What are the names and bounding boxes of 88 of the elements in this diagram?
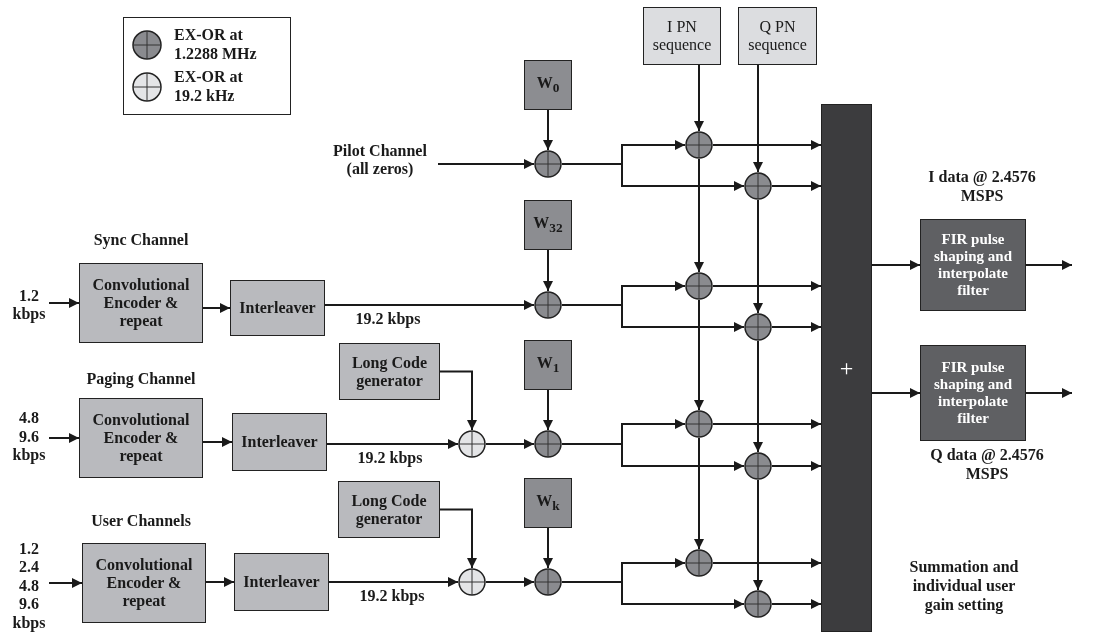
arrow <box>48 298 80 308</box>
xor-symbol <box>534 150 562 178</box>
arrow <box>485 439 535 449</box>
process-box: Long Code generator <box>339 343 440 400</box>
process-box: Interleaver <box>234 553 329 611</box>
arrow <box>202 437 233 447</box>
data-rate-label: 4.8 9.6 kbps <box>9 404 49 470</box>
filter-box: FIR pulse shaping and interpolate filter <box>920 345 1026 441</box>
arrow <box>771 322 822 332</box>
caption-text: Paging Channel <box>85 370 197 389</box>
process-box: Convolutional Encoder & repeat <box>82 543 206 623</box>
caption-text: Summation and individual user gain setting <box>908 558 1020 615</box>
xor-symbol <box>744 313 772 341</box>
arrow <box>48 578 83 588</box>
arrow <box>328 577 459 587</box>
arrow <box>543 389 553 431</box>
edge-label: 19.2 kbps <box>357 587 427 605</box>
arrow <box>712 558 822 568</box>
caption-text: I data @ 2.4576 MSPS <box>927 168 1037 206</box>
process-box: Long Code generator <box>338 481 440 538</box>
arrow <box>561 304 745 332</box>
xor-symbol <box>534 430 562 458</box>
xor-symbol <box>458 568 486 596</box>
arrow <box>753 64 763 173</box>
process-box: Convolutional Encoder & repeat <box>79 398 203 478</box>
channel-label: Pilot Channel (all zeros) <box>322 138 438 182</box>
caption-text: User Channels <box>90 512 192 531</box>
arrow <box>771 181 822 191</box>
arrow <box>561 581 745 609</box>
arrow <box>439 508 477 569</box>
arrow <box>753 340 763 453</box>
arrow <box>694 437 704 550</box>
xor-symbol <box>685 410 713 438</box>
arrow <box>1025 260 1073 270</box>
legend-text: EX-OR at 19.2 kHz <box>174 67 244 106</box>
arrow <box>324 300 535 310</box>
arrow <box>561 163 745 191</box>
xor-symbol <box>744 590 772 618</box>
arrow <box>543 527 553 569</box>
arrow <box>205 577 235 587</box>
arrow <box>694 64 704 132</box>
arrow <box>753 199 763 314</box>
walsh-code-box: W$_{0}$ <box>524 60 572 110</box>
data-rate-label: 1.2 kbps <box>9 283 49 327</box>
edge-label: 19.2 kbps <box>353 310 423 328</box>
xor-symbol <box>685 272 713 300</box>
process-box: Interleaver <box>230 280 325 336</box>
xor-symbol <box>458 430 486 458</box>
pn-sequence-box: Q PN sequence <box>738 7 817 65</box>
arrow <box>712 281 822 291</box>
edge-label: 19.2 kbps <box>355 449 425 467</box>
process-box: Interleaver <box>232 413 327 471</box>
arrow <box>561 443 745 471</box>
pn-sequence-box: I PN sequence <box>643 7 721 65</box>
xor-symbol <box>685 549 713 577</box>
walsh-code-box: W$_{1}$ <box>524 340 572 390</box>
data-rate-label: 1.2 2.4 4.8 9.6 kbps <box>9 532 49 640</box>
arrow <box>543 109 553 151</box>
arrow <box>871 260 921 270</box>
legend-text: EX-OR at 1.2288 MHz <box>174 26 258 64</box>
xor-symbol <box>534 291 562 319</box>
filter-box: FIR pulse shaping and interpolate filter <box>920 219 1026 311</box>
arrow <box>694 158 704 273</box>
arrow <box>712 140 822 150</box>
arrow <box>439 370 477 431</box>
arrow <box>543 249 553 292</box>
arrow <box>771 599 822 609</box>
arrow <box>485 577 535 587</box>
arrow <box>771 461 822 471</box>
xor-symbol <box>685 131 713 159</box>
process-box: Convolutional Encoder & repeat <box>79 263 203 343</box>
caption-text: Q data @ 2.4576 MSPS <box>929 446 1045 484</box>
xor-symbol <box>744 452 772 480</box>
arrow <box>753 479 763 591</box>
arrow <box>48 433 80 443</box>
xor-symbol <box>534 568 562 596</box>
walsh-code-box: W$_{k}$ <box>524 478 572 528</box>
arrow <box>1025 388 1073 398</box>
arrow <box>712 419 822 429</box>
summation-bar: + <box>821 104 872 632</box>
caption-text: Sync Channel <box>92 231 190 250</box>
arrow <box>437 159 535 169</box>
arrow <box>326 439 459 449</box>
walsh-code-box: W$_{32}$ <box>524 200 572 250</box>
arrow <box>871 388 921 398</box>
arrow <box>202 303 231 313</box>
arrow <box>694 299 704 411</box>
xor-symbol <box>744 172 772 200</box>
